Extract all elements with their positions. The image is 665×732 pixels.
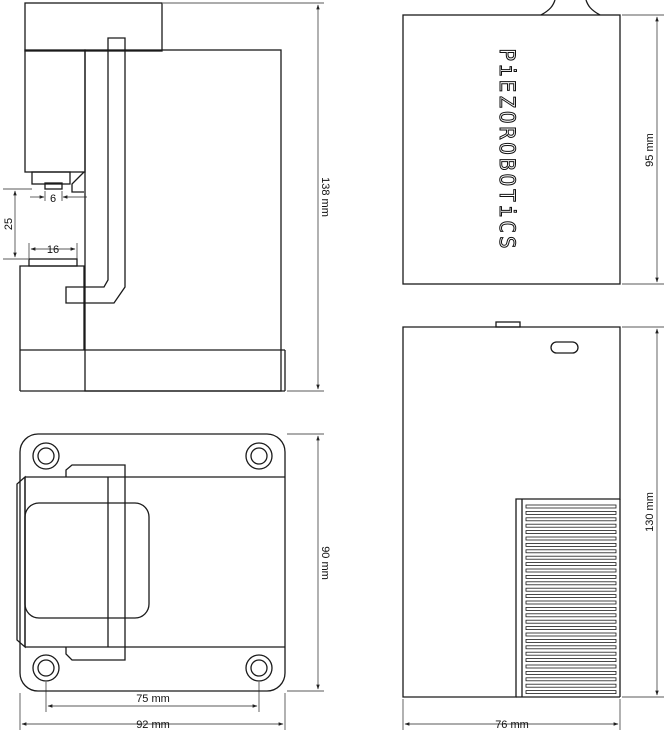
cooling-fin	[525, 677, 617, 682]
cooling-fin	[525, 626, 617, 630]
cooling-fin	[525, 600, 617, 605]
cooling-fin	[525, 568, 617, 573]
dim-138-label: 138 mm	[319, 177, 331, 217]
dimension-25: 25	[3, 188, 32, 260]
cooling-fin	[525, 632, 617, 637]
cooling-fin	[525, 504, 617, 509]
cooling-fin	[525, 543, 617, 547]
front-upper-contact	[44, 182, 63, 190]
cooling-fin	[525, 536, 617, 541]
dim-16-label: 16	[47, 244, 59, 256]
cooling-fin	[525, 607, 617, 611]
mounting-hole-tr	[245, 442, 273, 470]
front-lower-pad	[28, 258, 78, 267]
cooling-fin	[525, 575, 617, 579]
dim-76-label: 76 mm	[495, 719, 529, 731]
top-gripper-head	[24, 502, 150, 619]
brand-logo: PiEZOROBOTiCS	[495, 48, 519, 251]
dimension-75: 75 mm	[45, 682, 260, 712]
dim-75-label: 75 mm	[136, 693, 170, 705]
side-view-top: PiEZOROBOTiCS	[402, 0, 621, 285]
dimension-90: 90 mm	[287, 433, 331, 692]
cooling-fin	[525, 639, 617, 643]
front-upper-jaw	[71, 171, 85, 193]
cooling-fin	[525, 530, 617, 534]
dim-25-label: 25	[3, 218, 15, 230]
top-view	[16, 433, 286, 692]
top-cable-outline	[65, 464, 126, 661]
dimension-6: 6	[30, 191, 87, 205]
front-upper-tip	[31, 171, 71, 185]
dimension-95: 95 mm	[622, 14, 664, 285]
cooling-fin	[525, 510, 617, 515]
dimension-92: 92 mm	[19, 693, 286, 731]
front-view	[19, 2, 286, 392]
side-cable-outlet	[540, 0, 601, 16]
cooling-fin	[525, 690, 617, 694]
mounting-hole-tl	[32, 442, 60, 470]
front-main-body	[84, 49, 282, 392]
cooling-fin	[525, 664, 617, 669]
cooling-fin	[525, 671, 617, 675]
side-view-bottom	[402, 321, 621, 698]
front-top-block	[24, 2, 163, 52]
front-upper-arm	[24, 49, 86, 173]
side-slot	[550, 341, 579, 354]
dim-90-label: 90 mm	[319, 546, 331, 580]
cooling-fin	[525, 587, 617, 592]
dim-95-label: 95 mm	[644, 133, 656, 167]
cooling-fin	[525, 517, 617, 522]
cooling-fin	[525, 555, 617, 560]
dimension-16: 16	[28, 243, 78, 259]
cooling-fin	[525, 619, 617, 624]
cooling-fin	[525, 658, 617, 662]
cooling-fin	[525, 562, 617, 566]
side-housing	[402, 14, 621, 285]
cooling-fin	[525, 523, 617, 528]
cooling-fin	[525, 594, 617, 598]
dimension-138: 138 mm	[163, 2, 331, 392]
mounting-hole-bl	[32, 654, 60, 682]
front-lower-block	[19, 265, 85, 391]
cooling-fin	[525, 645, 617, 650]
side-top-connector	[495, 321, 521, 328]
cooling-fin	[525, 683, 617, 688]
cooling-fin	[525, 581, 617, 586]
cooling-fin	[525, 613, 617, 618]
side-housing-lower	[402, 326, 621, 698]
dim-6-label: 6	[50, 193, 56, 205]
top-outer-plate	[19, 433, 286, 692]
cooling-fin	[525, 651, 617, 656]
dim-130-label: 130 mm	[644, 492, 656, 532]
cooling-fins	[525, 504, 617, 694]
dimension-130: 130 mm	[622, 326, 664, 698]
top-left-tab	[16, 475, 26, 649]
dim-92-label: 92 mm	[136, 719, 170, 731]
dimension-76: 76 mm	[402, 699, 621, 731]
front-cable-hook	[65, 37, 126, 304]
mounting-hole-br	[245, 654, 273, 682]
cooling-fin	[525, 549, 617, 554]
